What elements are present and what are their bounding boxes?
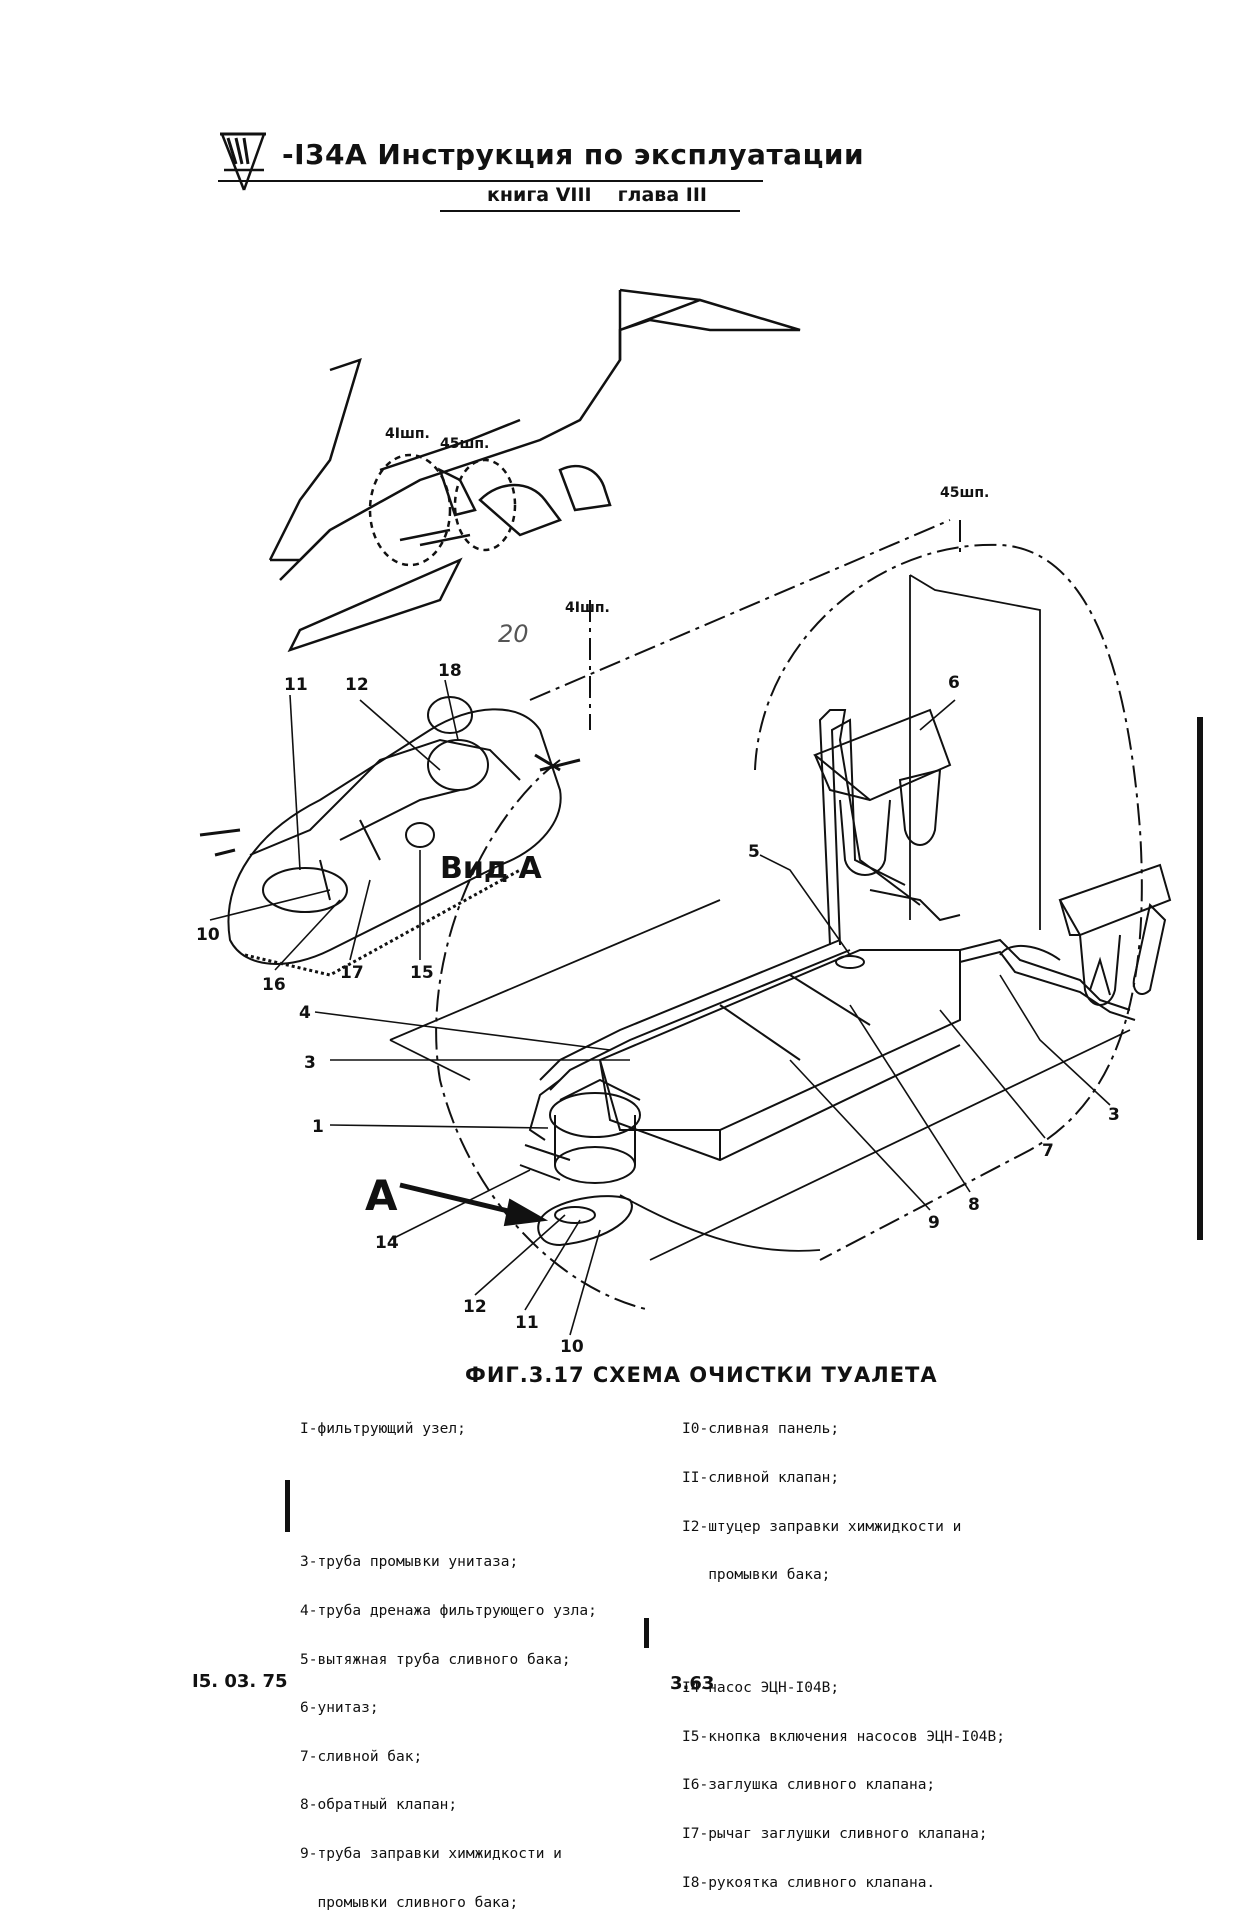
legend-item: 4-труба дренажа фильтрующего узла; (300, 1603, 597, 1620)
callout-1: 1 (312, 1117, 324, 1137)
frame-label-41-small: 4Iшп. (385, 426, 430, 442)
handwritten-note: 20 (498, 620, 529, 648)
issue-date: I5. 03. 75 (192, 1671, 288, 1692)
callout-8: 8 (968, 1195, 980, 1215)
legend-item: I5-кнопка включения насосов ЭЦН-I04В; (682, 1728, 1006, 1745)
legend-left-column: I-фильтрующий узел; 3-труба промывки уни… (285, 1389, 597, 1927)
arrow-head (503, 1198, 549, 1227)
callout-leaders (209, 679, 1111, 1336)
drain-tank-assembly (519, 949, 961, 1247)
callout-6: 6 (948, 673, 960, 693)
revision-mark (285, 1480, 290, 1533)
callout-7: 7 (1042, 1141, 1054, 1161)
legend-item: II-сливной клапан; (682, 1470, 840, 1487)
frame-label-45-small: 45шп. (440, 436, 489, 452)
document-subtitle: книга VIII глава III (487, 184, 733, 206)
revision-bar (1197, 717, 1203, 1240)
view-direction-arrow (399, 1182, 526, 1218)
pipes-and-toilets (539, 708, 1172, 1091)
callout-4: 4 (299, 1003, 311, 1023)
legend-item: I4-насос ЭЦН-I04В; (682, 1680, 840, 1697)
figure-caption: ФИГ.3.17 СХЕМА ОЧИСТКИ ТУАЛЕТА (465, 1363, 938, 1387)
callout-18: 18 (438, 661, 462, 681)
callout-9: 9 (928, 1213, 940, 1233)
legend-item: 8-обратный клапан; (300, 1797, 458, 1814)
document-title: -I34A Инструкция по эксплуатации (282, 138, 865, 171)
callout-16: 16 (262, 975, 286, 995)
callout-14: 14 (375, 1233, 399, 1253)
legend-item: 3-труба промывки унитаза; (300, 1554, 519, 1571)
view-a-detail (199, 696, 581, 977)
legend-item: I0-сливная панель; (682, 1421, 840, 1438)
legend-gap (285, 1470, 597, 1533)
legend-item: промывки сливного бака; (300, 1894, 519, 1911)
title-underline (218, 180, 763, 182)
legend-right-column: I0-сливная панель; II-сливной клапан; I2… (644, 1389, 1006, 1907)
callout-12: 12 (463, 1297, 487, 1317)
subtitle-underline (440, 210, 740, 212)
revision-mark (644, 1617, 649, 1648)
page-number: 3.63 (670, 1673, 715, 1694)
legend-item: I2-штуцер заправки химжидкости и (682, 1518, 962, 1535)
legend-item: промывки бака; (682, 1567, 831, 1584)
callout-numbers: 1 3 4 5 6 3 7 8 9 10 11 12 14 18 12 11 1… (196, 661, 1120, 1357)
callout-15: 15 (410, 963, 434, 983)
callout-5: 5 (748, 842, 760, 862)
frame-labels: 45шп. 4Iшп. 45шп. 4Iшп. (385, 426, 989, 616)
view-a-label: Вид А (440, 851, 543, 886)
callout-12-view: 12 (345, 675, 369, 695)
view-direction-label: А (365, 1171, 398, 1220)
book-number: книга VIII (487, 184, 592, 206)
frame-label-45: 45шп. (940, 485, 989, 501)
callout-17: 17 (340, 963, 364, 983)
legend-item: I8-рукоятка сливного клапана. (682, 1874, 936, 1891)
frame-label-41: 4Iшп. (565, 600, 610, 616)
callout-3-right: 3 (1108, 1105, 1120, 1125)
tupolev-logo (220, 132, 266, 191)
legend-item: 5-вытяжная труба сливного бака; (300, 1651, 571, 1668)
toilet-system-diagram: 45шп. 4Iшп. 45шп. 4Iшп. 20 Вид А (196, 288, 1172, 1357)
legend-gap (644, 1616, 1005, 1648)
legend-item: I7-рычаг заглушки сливного клапана; (682, 1826, 988, 1843)
callout-10-view: 10 (196, 925, 220, 945)
fuselage-frames (435, 519, 1143, 1311)
legend-item: 9-труба заправки химжидкости и (300, 1846, 562, 1863)
callout-11-view: 11 (284, 675, 308, 695)
callout-3-left: 3 (304, 1053, 316, 1073)
legend-item: I-фильтрующий узел; (300, 1421, 466, 1438)
callout-10: 10 (560, 1337, 584, 1357)
callout-11: 11 (515, 1313, 539, 1333)
chapter-number: глава III (617, 184, 707, 206)
legend-item: I6-заглушка сливного клапана; (682, 1777, 936, 1794)
aircraft-sketch (268, 288, 801, 653)
legend-item: 6-унитаз; (300, 1700, 379, 1717)
legend-item: 7-сливной бак; (300, 1748, 423, 1765)
